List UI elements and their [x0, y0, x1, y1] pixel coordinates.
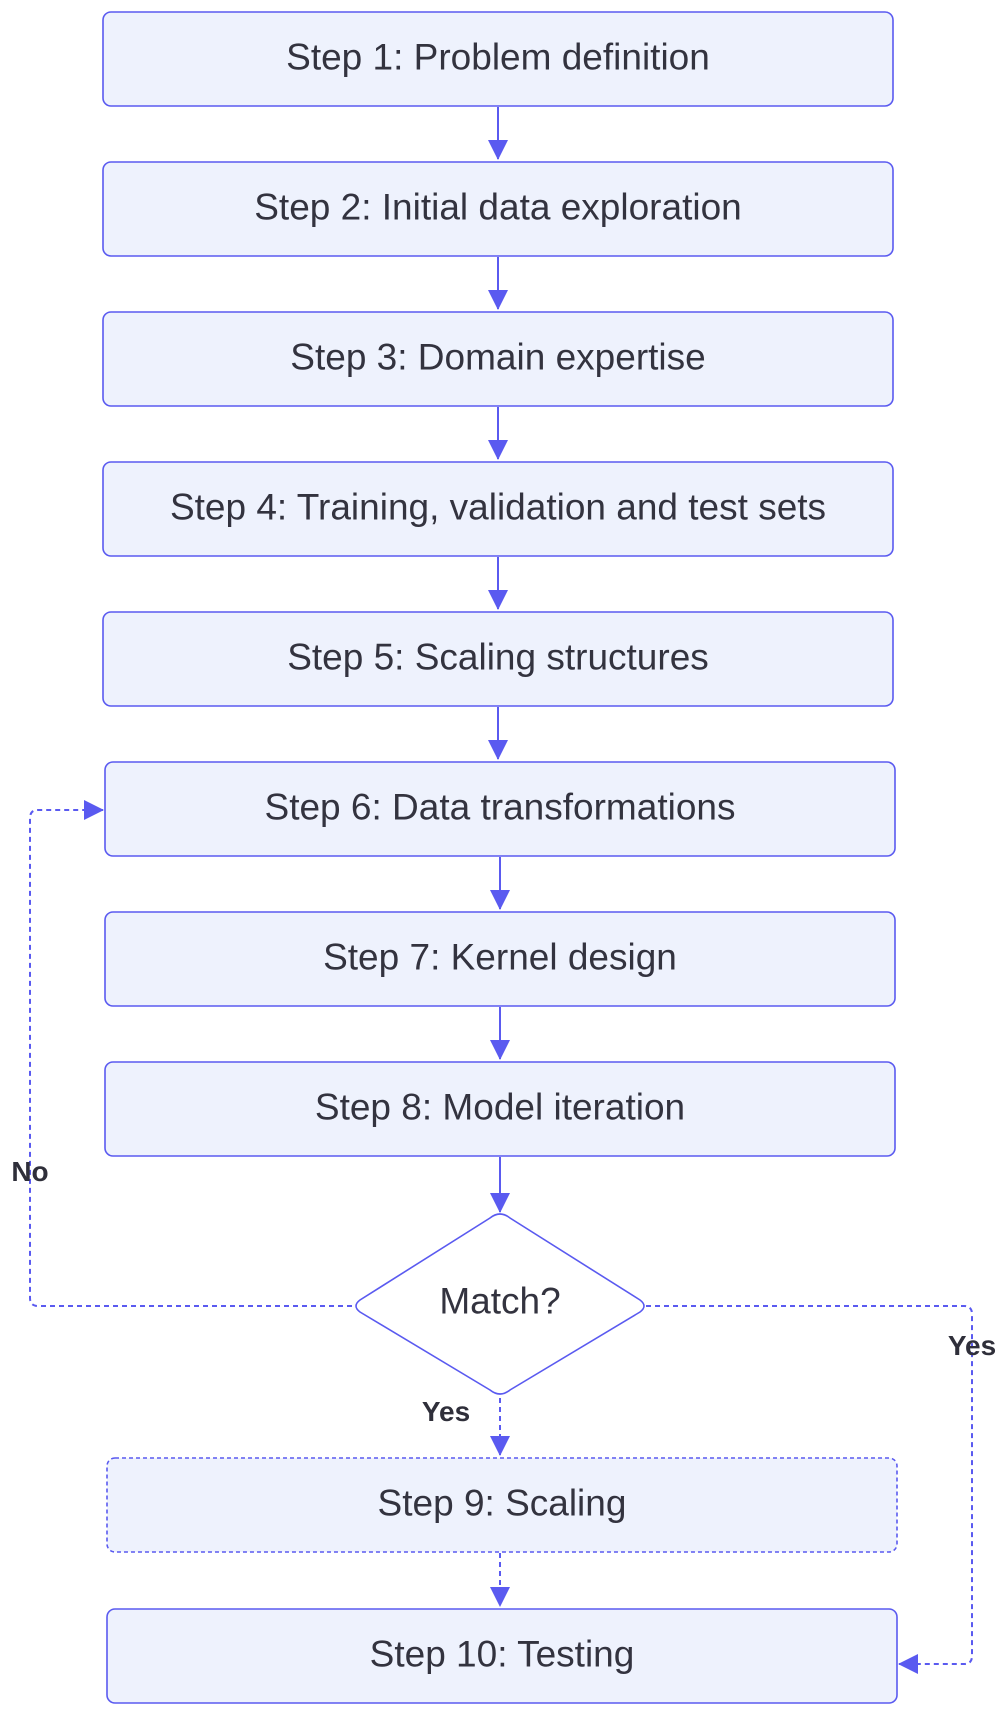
- step-10[interactable]: Step 10: Testing: [106, 1608, 898, 1704]
- step-9[interactable]: Step 9: Scaling: [106, 1457, 898, 1553]
- step-7-label: Step 7: Kernel design: [323, 937, 677, 978]
- decision-label: Match?: [439, 1281, 560, 1322]
- decision-match[interactable]: Match?: [355, 1213, 645, 1395]
- edge-labels: No Yes Yes: [11, 1156, 996, 1427]
- step-9-label: Step 9: Scaling: [378, 1483, 627, 1524]
- step-4[interactable]: Step 4: Training, validation and test se…: [102, 461, 894, 557]
- edge-decision-no-step6: [29, 800, 352, 1307]
- step-5[interactable]: Step 5: Scaling structures: [102, 611, 894, 707]
- edges: [29, 107, 973, 1674]
- step-1[interactable]: Step 1: Problem definition: [102, 11, 894, 107]
- step-6[interactable]: Step 6: Data transformations: [104, 761, 896, 857]
- label-no: No: [11, 1156, 48, 1187]
- step-8-label: Step 8: Model iteration: [315, 1087, 685, 1128]
- step-4-label: Step 4: Training, validation and test se…: [170, 487, 826, 528]
- label-yes-right: Yes: [948, 1330, 996, 1361]
- step-8[interactable]: Step 8: Model iteration: [104, 1061, 896, 1157]
- step-1-label: Step 1: Problem definition: [286, 37, 710, 78]
- step-10-label: Step 10: Testing: [370, 1634, 635, 1675]
- step-6-label: Step 6: Data transformations: [265, 787, 736, 828]
- step-2-label: Step 2: Initial data exploration: [254, 187, 742, 228]
- label-yes-down: Yes: [422, 1396, 470, 1427]
- step-2[interactable]: Step 2: Initial data exploration: [102, 161, 894, 257]
- step-3-label: Step 3: Domain expertise: [290, 337, 705, 378]
- step-7[interactable]: Step 7: Kernel design: [104, 911, 896, 1007]
- step-5-label: Step 5: Scaling structures: [287, 637, 709, 678]
- step-3[interactable]: Step 3: Domain expertise: [102, 311, 894, 407]
